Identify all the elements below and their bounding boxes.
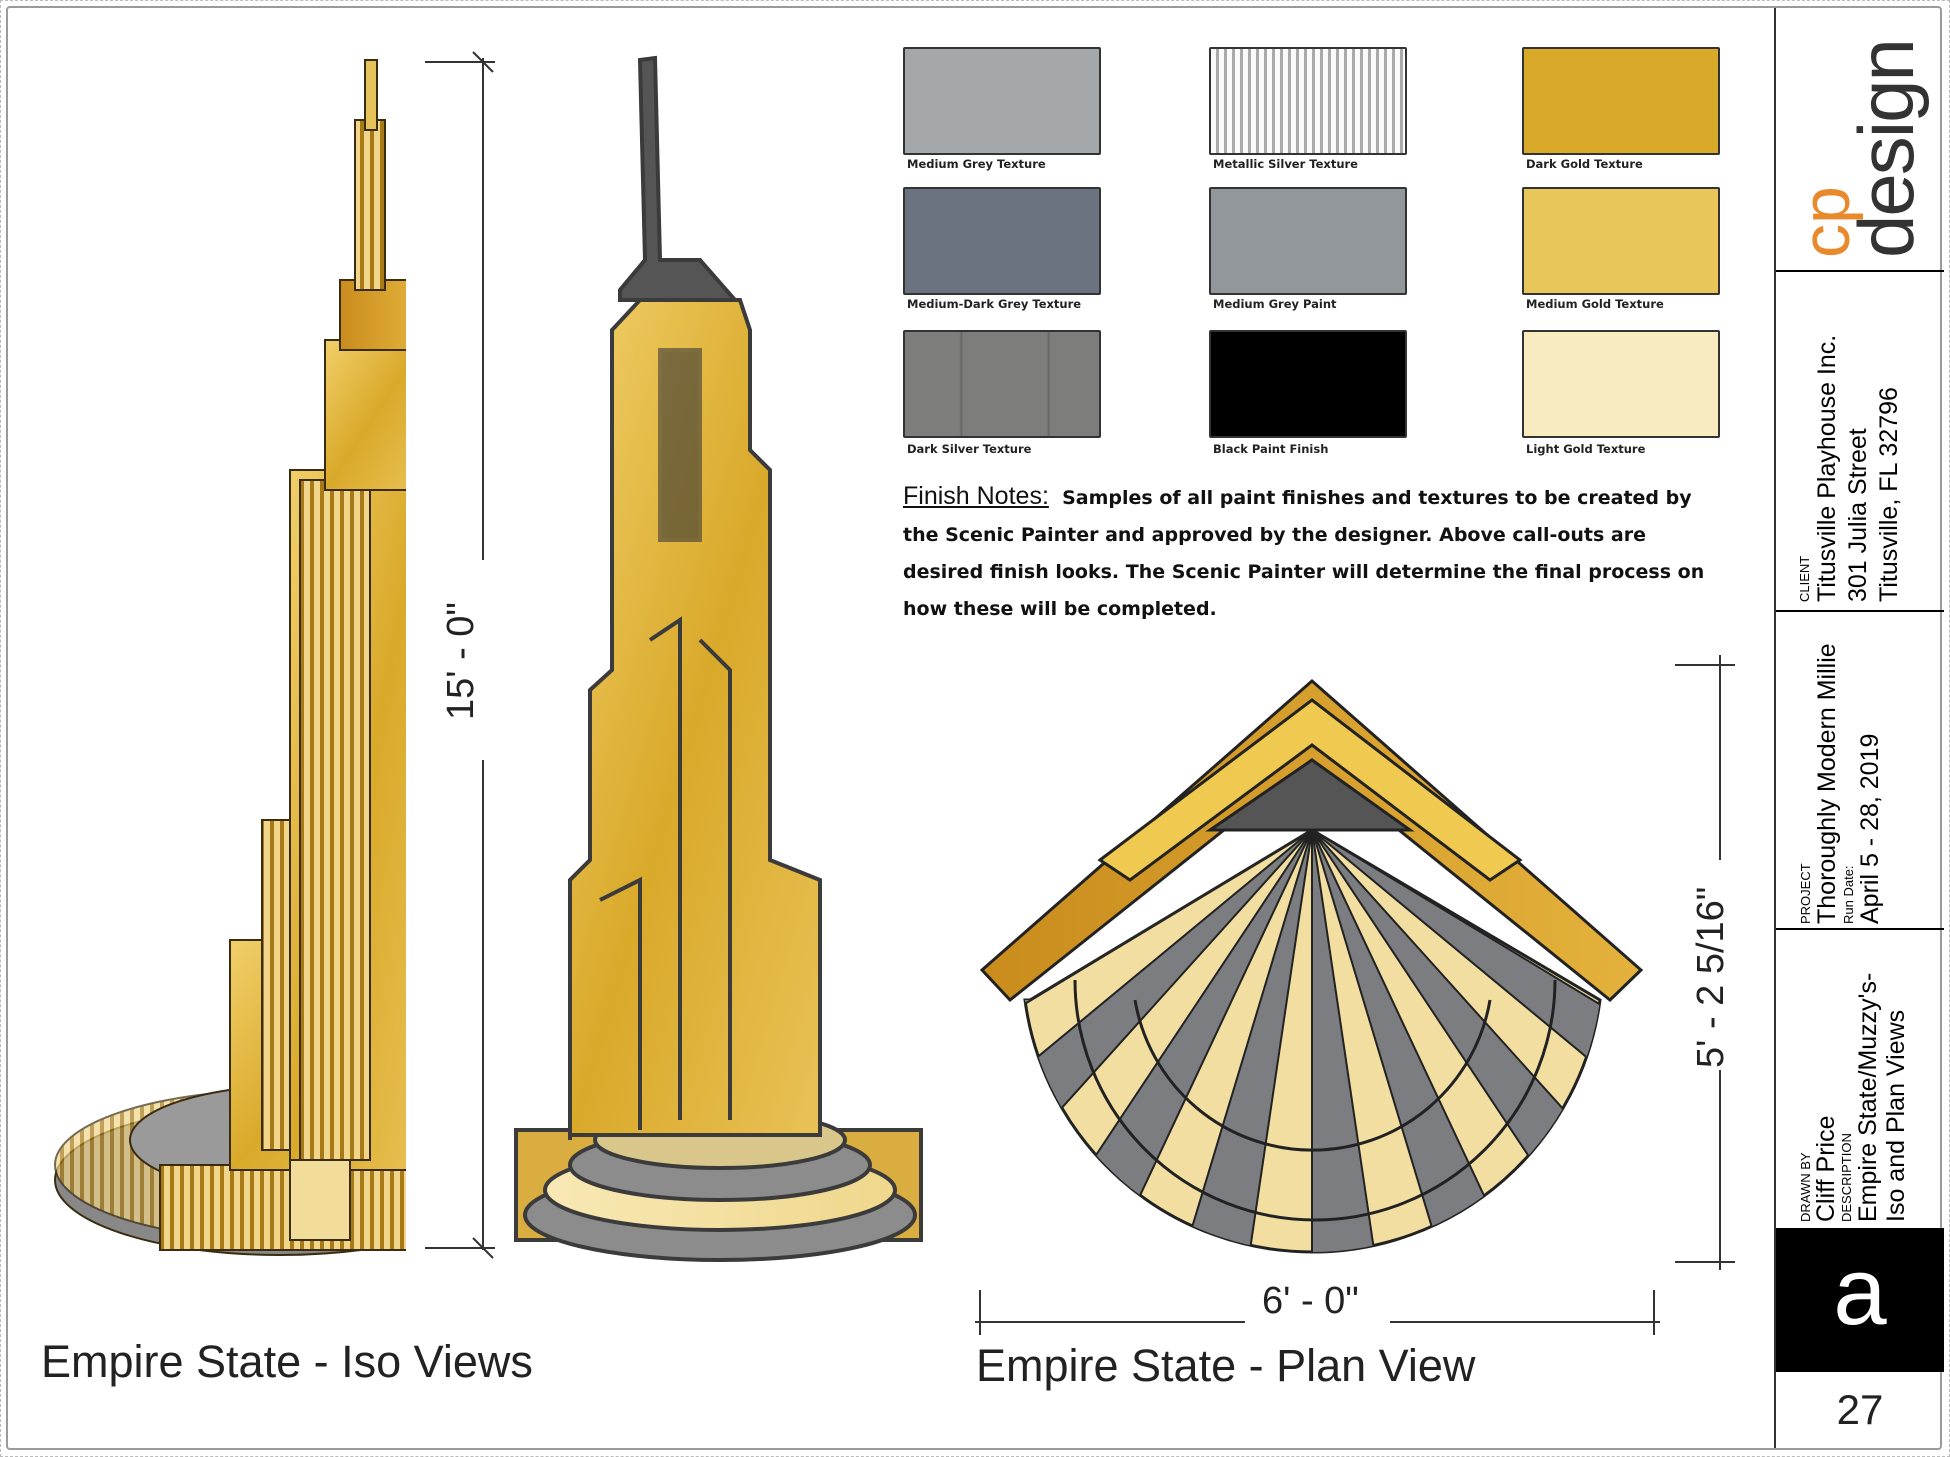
finish-notes-body: Samples of all paint finishes and textur… <box>903 487 1705 620</box>
client-section: CLIENT Titusville Playhouse Inc. 301 Jul… <box>1776 272 1944 612</box>
swatch-label: Medium Grey Texture <box>907 157 1046 171</box>
iso-height-dimension <box>425 51 495 1259</box>
iso-caption: Empire State - Iso Views <box>41 1336 533 1387</box>
swatch-metallic-silver-texture <box>1209 47 1407 155</box>
iso-tower-right <box>514 55 923 1262</box>
client-name: Titusville Playhouse Inc. <box>1813 334 1841 602</box>
run-date: April 5 - 28, 2019 <box>1856 733 1884 924</box>
swatch-medium-grey-paint <box>1209 187 1407 295</box>
swatch-label: Light Gold Texture <box>1526 442 1646 456</box>
sheet-number: 27 <box>1836 1386 1884 1433</box>
project-section: PROJECT Thoroughly Modern Millie Run Dat… <box>1776 612 1944 930</box>
plan-depth-dimension <box>1675 655 1735 1270</box>
plan-view-fan <box>979 679 1644 1254</box>
client-street: 301 Julia Street <box>1844 428 1872 602</box>
plan-width-dimension <box>975 1290 1660 1335</box>
finish-notes: Finish Notes: Samples of all paint finis… <box>903 478 1723 628</box>
swatch-dark-silver-texture <box>903 330 1101 438</box>
iso-tower-left <box>54 59 406 1256</box>
swatch-label: Dark Silver Texture <box>907 442 1032 456</box>
client-city: Titusville, FL 32796 <box>1875 387 1903 602</box>
finish-notes-heading: Finish Notes: <box>903 482 1049 510</box>
swatch-label: Black Paint Finish <box>1213 442 1329 456</box>
drawn-by-label: DRAWN BY <box>1798 1152 1813 1222</box>
description-label: DESCRIPTION <box>1839 1133 1854 1222</box>
title-block: cp design CLIENT Titusville Playhouse In… <box>1774 8 1944 1448</box>
drawing-frame <box>6 6 1942 1450</box>
plan-ray-grey <box>1160 830 1313 1253</box>
swatch-medium-grey-texture <box>903 47 1101 155</box>
swatch-dark-gold-texture <box>1522 47 1720 155</box>
drawn-by: Cliff Price <box>1812 1115 1840 1222</box>
swatch-label: Medium-Dark Grey Texture <box>907 297 1082 311</box>
description-line1: Empire State/Muzzy's- <box>1854 972 1882 1222</box>
swatch-label: Medium Grey Paint <box>1213 297 1337 311</box>
swatch-label: Dark Gold Texture <box>1526 157 1643 171</box>
iso-height-label: 15' - 0" <box>440 602 482 720</box>
plan-width-label: 6' - 0" <box>1262 1280 1359 1322</box>
client-label: CLIENT <box>1797 555 1812 602</box>
project-name: Thoroughly Modern Millie <box>1813 643 1841 924</box>
sheet-letter: a <box>1776 1228 1944 1372</box>
swatch-medium-gold-texture <box>1522 187 1720 295</box>
logo-section: cp design <box>1776 8 1944 272</box>
plan-ray-grey <box>1025 830 1313 1218</box>
plan-depth-label: 5' - 2 5/16" <box>1690 886 1732 1068</box>
plan-ray-grey <box>1311 830 1600 1163</box>
description-line2: Iso and Plan Views <box>1882 1009 1910 1222</box>
run-date-label: Run Date: <box>1841 865 1856 924</box>
plan-caption: Empire State - Plan View <box>976 1340 1476 1391</box>
swatch-label: Medium Gold Texture <box>1526 297 1664 311</box>
swatch-light-gold-texture <box>1522 330 1720 438</box>
company-logo: cp design <box>1788 40 1930 258</box>
swatch-black-paint-finish <box>1209 330 1407 438</box>
swatch-label: Metallic Silver Texture <box>1213 157 1358 171</box>
swatch-medium-dark-grey-texture <box>903 187 1101 295</box>
drawn-by-section: DRAWN BY Cliff Price DESCRIPTION Empire … <box>1776 930 1944 1228</box>
project-label: PROJECT <box>1798 863 1813 924</box>
